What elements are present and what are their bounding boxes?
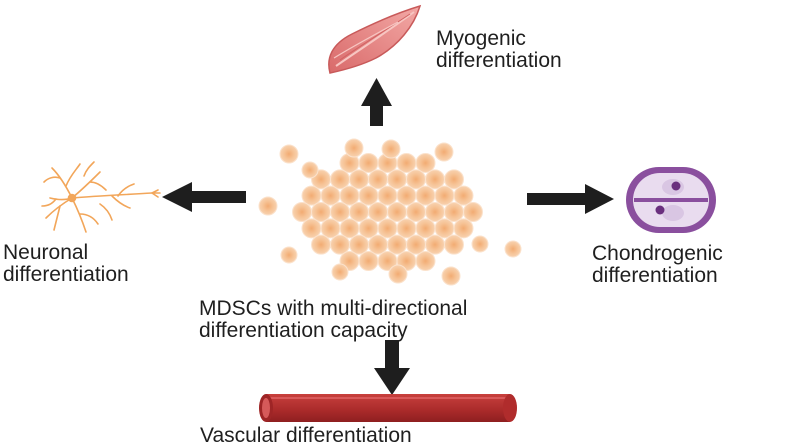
stem-cell xyxy=(311,202,331,222)
arrow-up xyxy=(361,78,392,126)
stem-cell xyxy=(434,185,455,206)
stem-cell xyxy=(415,185,436,206)
stem-cell xyxy=(358,218,379,239)
stem-cell xyxy=(415,251,436,272)
cell-cluster-icon xyxy=(258,138,522,286)
stem-cell xyxy=(425,202,445,222)
stem-cell xyxy=(292,202,312,222)
stem-cell xyxy=(280,246,298,264)
neuronal-label-line2: differentiation xyxy=(3,263,129,286)
stem-cell xyxy=(358,185,379,206)
stem-cell xyxy=(301,161,319,179)
myogenic-label-line1: Myogenic xyxy=(436,27,526,50)
stem-cell xyxy=(339,218,360,239)
stem-cell xyxy=(301,185,322,206)
stem-cell xyxy=(330,169,350,190)
stem-cell xyxy=(463,202,483,222)
stem-cell xyxy=(425,234,445,255)
mdsc-label: MDSCs with multi-directional differentia… xyxy=(199,298,467,342)
neuronal-label-line1: Neuronal xyxy=(3,241,89,264)
stem-cell xyxy=(406,169,426,190)
stem-cell xyxy=(381,139,401,159)
stem-cell xyxy=(471,235,489,253)
chondrocyte-icon xyxy=(626,167,716,233)
stem-cell xyxy=(301,218,322,239)
arrow-right xyxy=(527,184,614,214)
stem-cell xyxy=(331,263,349,281)
stem-cell xyxy=(330,202,350,222)
stem-cell xyxy=(387,169,407,190)
stem-cell xyxy=(396,185,417,206)
stem-cell xyxy=(368,169,388,190)
neuronal-label: Neuronal differentiation xyxy=(3,242,129,286)
stem-cell xyxy=(415,152,436,173)
stem-cell xyxy=(320,185,341,206)
stem-cell xyxy=(444,234,464,255)
stem-cell xyxy=(396,218,417,239)
stem-cell xyxy=(349,234,369,255)
stem-cell xyxy=(453,218,474,239)
stem-cell xyxy=(504,240,522,258)
stem-cell xyxy=(444,202,464,222)
stem-cell xyxy=(344,138,364,158)
stem-cell xyxy=(387,234,407,255)
stem-cell xyxy=(453,185,474,206)
stem-cell xyxy=(434,218,455,239)
stem-cell xyxy=(330,234,350,255)
arrow-down xyxy=(374,340,410,395)
stem-cell xyxy=(388,264,408,284)
stem-cell xyxy=(441,266,461,286)
stem-cell xyxy=(396,152,417,173)
stem-cell xyxy=(349,202,369,222)
vascular-label: Vascular differentiation xyxy=(200,424,412,445)
stem-cell xyxy=(349,169,369,190)
myogenic-label-line2: differentiation xyxy=(436,49,562,72)
stem-cell xyxy=(444,169,464,190)
blood-vessel-icon xyxy=(259,394,517,422)
stem-cell xyxy=(377,218,398,239)
stem-cell xyxy=(425,169,445,190)
mdsc-label-line1: MDSCs with multi-directional xyxy=(199,297,468,320)
stem-cell xyxy=(406,234,426,255)
arrow-left xyxy=(162,182,246,212)
stem-cell xyxy=(434,142,454,162)
stem-cell xyxy=(368,234,388,255)
stem-cell xyxy=(377,185,398,206)
stem-cell xyxy=(368,202,388,222)
chondrogenic-label-line1: Chondrogenic xyxy=(592,242,723,265)
stem-cell xyxy=(320,218,341,239)
stem-cell xyxy=(311,234,331,255)
muscle-fiber-icon xyxy=(328,4,422,74)
stem-cell xyxy=(387,202,407,222)
stem-cell xyxy=(406,202,426,222)
stem-cell xyxy=(358,251,379,272)
stem-cell xyxy=(358,152,379,173)
chondrogenic-label-line2: differentiation xyxy=(592,264,718,287)
mdsc-label-line2: differentiation capacity xyxy=(199,319,408,342)
stem-cell xyxy=(279,144,299,164)
stem-cell xyxy=(258,196,278,216)
neuron-icon xyxy=(41,161,161,233)
chondrogenic-label: Chondrogenic differentiation xyxy=(592,243,723,287)
myogenic-label: Myogenic differentiation xyxy=(436,28,562,72)
stem-cell xyxy=(415,218,436,239)
stem-cell xyxy=(339,185,360,206)
